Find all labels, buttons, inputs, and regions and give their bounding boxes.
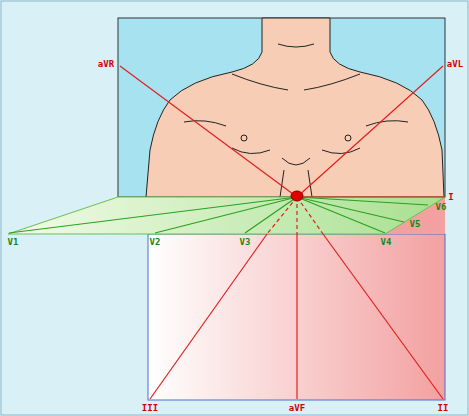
precordial-lead-label: V6 (436, 203, 447, 212)
limb-lead-label: aVL (447, 60, 463, 69)
limb-lead-lines (120, 66, 443, 197)
torso-details (184, 44, 408, 197)
limb-lead-label: I (448, 193, 453, 202)
precordial-lead-label: V5 (410, 220, 421, 229)
torso-figure (146, 18, 445, 197)
precordial-lead-lines (9, 197, 428, 233)
torso-panel (118, 18, 445, 197)
limb-lead-label: II (438, 404, 449, 413)
precordial-lead-label: V3 (240, 238, 251, 247)
frontal-plane (148, 234, 445, 400)
limb-lead-label: III (142, 404, 158, 413)
limb-lead-label: aVF (289, 404, 305, 413)
precordial-lead-label: V1 (8, 238, 19, 247)
precordial-lead-label: V2 (150, 238, 161, 247)
horizontal-plane (8, 197, 445, 234)
limb-lead-label: aVR (98, 60, 114, 69)
precordial-lead-label: V4 (381, 238, 392, 247)
limb-lead-lines-lower (150, 197, 445, 399)
heart-dot (291, 191, 303, 201)
